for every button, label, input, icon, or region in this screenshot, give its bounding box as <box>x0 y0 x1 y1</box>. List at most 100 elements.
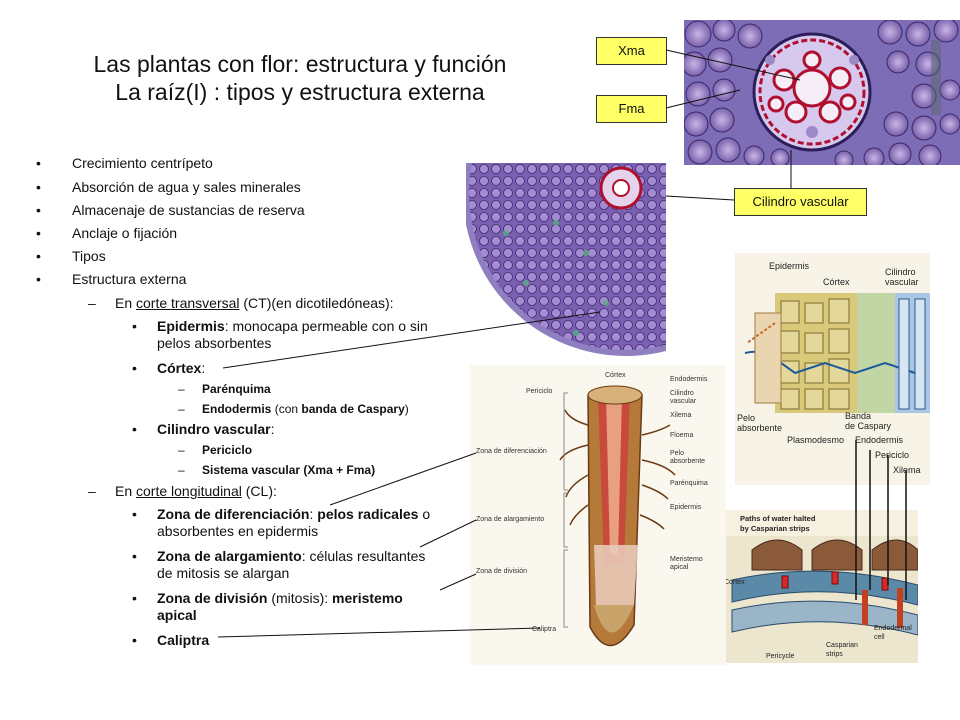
item-cilindro: Cilindro vascular: <box>157 421 274 438</box>
cl-prefix: En <box>115 483 137 499</box>
diagram-root-longitudinal: Periciclo Córtex Endodermis Cilindro vas… <box>470 365 726 665</box>
item-corte-longitudinal: En corte longitudinal (CL): <box>115 483 277 500</box>
line-xma <box>665 49 801 81</box>
caspary-label-endodermal-2: cell <box>874 634 885 641</box>
caspary-title-2: by Casparian strips <box>740 524 810 533</box>
caspary-title-1: Paths of water halted <box>740 514 816 523</box>
line-epidermis <box>222 311 601 369</box>
line-caliptra <box>217 627 541 638</box>
dif-pelos: pelos radicales <box>317 506 419 522</box>
dash-marker: – <box>178 463 185 477</box>
endodermis-term: Endodermis <box>202 402 272 416</box>
bullet-marker: • <box>132 360 137 376</box>
slide-title: Las plantas con flor: estructura y funci… <box>40 50 560 106</box>
bullet-marker: • <box>132 632 137 648</box>
bullet-marker: • <box>132 421 137 437</box>
bullet-marker: • <box>36 248 41 264</box>
dash-marker: – <box>178 382 185 396</box>
bullet-marker: • <box>36 271 41 287</box>
bullet-anclaje: Anclaje o fijación <box>72 225 178 241</box>
micrograph-cross-section <box>466 163 666 363</box>
cl-suffix: (CL): <box>241 483 277 499</box>
item-zona-diferenciacion-cont: absorbentes en epidermis <box>157 523 319 539</box>
root-label-pelo-1: Pelo <box>670 450 684 457</box>
cells-label-banda-1: Banda <box>845 411 871 421</box>
cells-label-cilindro-2: vascular <box>885 277 919 287</box>
item-cortex: Córtex: <box>157 360 205 377</box>
div-term: Zona de división <box>157 590 268 606</box>
label-fma: Fma <box>596 95 667 123</box>
item-epidermis: Epidermis: monocapa permeable con o sin <box>157 318 428 335</box>
bullet-estructura: Estructura externa <box>72 271 187 287</box>
bullet-marker: • <box>36 202 41 218</box>
label-xma: Xma <box>596 37 667 65</box>
dif-or: o <box>418 506 431 522</box>
endodermis-desc-1: (con <box>271 402 302 416</box>
caspary-label-casparian-1: Casparian <box>826 642 858 649</box>
item-zona-diferenciacion: Zona de diferenciación: pelos radicales … <box>157 506 430 523</box>
cells-label-xilema: Xilema <box>893 465 921 475</box>
alarg-term: Zona de alargamiento <box>157 548 302 564</box>
div-desc: (mitosis): <box>267 590 333 606</box>
epidermis-term: Epidermis <box>157 318 225 334</box>
root-label-meristemo-2: apical <box>670 564 689 571</box>
cells-label-cortex: Córtex <box>823 277 850 287</box>
cilindro-colon: : <box>270 421 275 437</box>
bullet-marker: • <box>132 318 137 334</box>
root-label-periciclo: Periciclo <box>526 388 553 395</box>
label-cilindro-vascular: Cilindro vascular <box>734 188 867 216</box>
dash-marker: – <box>88 483 96 499</box>
bullet-marker: • <box>36 179 41 195</box>
root-label-meristemo-1: Meristemo <box>670 556 703 563</box>
bullet-marker: • <box>132 590 137 606</box>
dash-marker: – <box>178 443 185 457</box>
diagram-casparian-strips: Paths of water halted by Casparian strip… <box>722 510 918 663</box>
item-caliptra: Caliptra <box>157 632 210 648</box>
ct-link: corte transversal <box>136 295 240 311</box>
root-label-floema: Floema <box>670 432 693 439</box>
item-zona-division-cont: apical <box>157 607 197 623</box>
title-line-1: Las plantas con flor: estructura y funci… <box>93 51 507 77</box>
bullet-marker: • <box>132 506 137 522</box>
ct-suffix: (CT)(en dicotiledóneas): <box>239 295 394 311</box>
div-meristemo: meristemo <box>332 590 403 606</box>
item-corte-transversal: En corte transversal (CT)(en dicotiledón… <box>115 295 394 312</box>
bullet-almacenaje: Almacenaje de sustancias de reserva <box>72 202 305 218</box>
item-zona-alargamiento-cont: de mitosis se alargan <box>157 565 290 581</box>
caspary-label-casparian-2: strips <box>826 651 843 658</box>
line-fma <box>665 89 741 109</box>
caspary-label-pericycle: Pericycle <box>766 653 795 660</box>
caspary-label-endodermal-1: Endodermal <box>874 625 912 632</box>
bullet-marker: • <box>36 155 41 171</box>
cells-label-pelo-1: Pelo <box>737 413 755 423</box>
cells-label-plasmodesmo: Plasmodesmo <box>787 435 844 445</box>
dif-sep: : <box>309 506 318 522</box>
cells-label-endodermis: Endodermis <box>855 435 904 445</box>
epidermis-desc: : monocapa permeable con o sin <box>224 318 428 334</box>
root-label-pelo-2: absorbente <box>670 458 705 465</box>
bullet-marker: • <box>36 225 41 241</box>
line-zona-diferenciacion <box>329 452 477 506</box>
item-endodermis: Endodermis (con banda de Caspary) <box>202 401 409 418</box>
root-label-zona-div: Zona de división <box>476 568 527 575</box>
endodermis-desc-2: ) <box>404 402 409 416</box>
item-zona-division: Zona de división (mitosis): meristemo <box>157 590 403 607</box>
caspary-label-cortex: Cortex <box>724 579 745 586</box>
alarg-desc: : células resultantes <box>301 548 426 564</box>
cells-label-cilindro-1: Cilindro <box>885 267 916 277</box>
line-zona-division <box>439 573 477 591</box>
cells-label-periciclo: Periciclo <box>875 450 909 460</box>
title-line-2: La raíz(I) : tipos y estructura externa <box>115 79 485 105</box>
cells-label-epidermis: Epidermis <box>769 261 810 271</box>
bullet-absorcion: Absorción de agua y sales minerales <box>72 179 301 195</box>
item-periciclo: Periciclo <box>202 443 253 457</box>
ct-prefix: En <box>115 295 137 311</box>
cilindro-term: Cilindro vascular <box>157 421 271 437</box>
root-label-epidermis: Epidermis <box>670 504 702 511</box>
root-label-cortex: Córtex <box>605 372 626 379</box>
cells-label-pelo-2: absorbente <box>737 423 782 433</box>
bullet-crecimiento: Crecimiento centrípeto <box>72 155 213 171</box>
line-cilindro-left <box>665 195 735 201</box>
cells-label-banda-2: de Caspary <box>845 421 892 431</box>
